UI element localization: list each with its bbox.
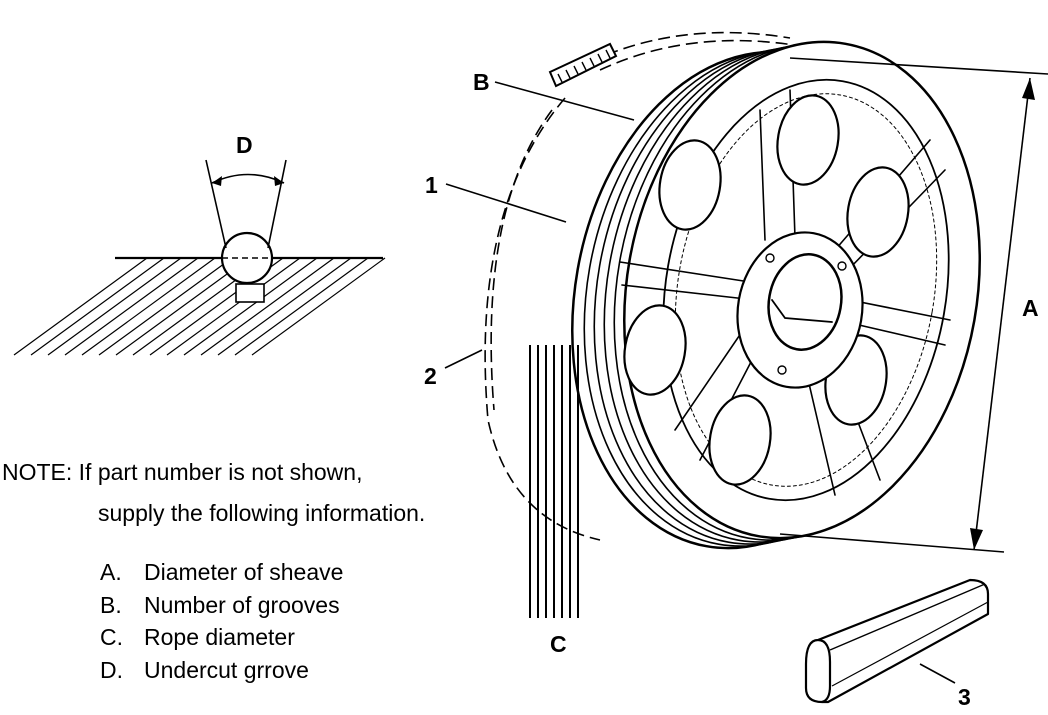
sheave-body: [571, 40, 981, 550]
item-text: Rope diameter: [144, 624, 295, 650]
leader-3: [919, 663, 956, 684]
leader-lines: [444, 81, 956, 684]
callout-3: 3: [958, 684, 971, 710]
key-part: [804, 578, 990, 704]
leader-b: [494, 81, 635, 121]
leader-2: [444, 349, 483, 369]
note-text-2: supply the following information.: [98, 500, 426, 526]
note-line-2: supply the following information.: [98, 499, 425, 527]
callout-d: D: [236, 132, 253, 158]
groove-hatching: [13, 257, 386, 356]
note-text-1: If part number is not shown,: [78, 459, 363, 485]
list-item: C. Rope diameter: [100, 621, 343, 654]
groove-wall-left: [205, 159, 227, 249]
item-letter: B.: [100, 591, 122, 618]
list-item: D. Undercut grrove: [100, 654, 343, 687]
callout-b: B: [473, 69, 490, 95]
callout-c: C: [550, 631, 567, 657]
note-label: NOTE:: [2, 459, 73, 485]
callout-2: 2: [424, 363, 437, 389]
item-text: Undercut grrove: [144, 656, 309, 683]
list-item: A. Diameter of sheave: [100, 556, 343, 589]
item-text: Diameter of sheave: [144, 559, 344, 585]
item-letter: C.: [100, 624, 123, 650]
angle-arc: [211, 173, 285, 184]
leader-1: [445, 183, 567, 223]
dimension-a: [779, 57, 1048, 553]
hub: [736, 231, 864, 389]
list-item: B. Number of grooves: [100, 589, 343, 622]
note-line-1: NOTE: If part number is not shown,: [2, 458, 362, 486]
callout-1: 1: [425, 172, 438, 198]
groove-undercut: [235, 283, 265, 303]
item-text: Number of grooves: [144, 591, 340, 618]
guard-insert: [548, 42, 618, 88]
callout-a: A: [1022, 295, 1039, 321]
info-list: A. Diameter of sheave B. Number of grooves…: [100, 556, 343, 686]
item-letter: A.: [100, 559, 122, 585]
groove-wall-right: [267, 159, 287, 249]
ropes: [529, 345, 579, 618]
item-letter: D.: [100, 656, 123, 683]
groove-detail: [13, 159, 386, 356]
